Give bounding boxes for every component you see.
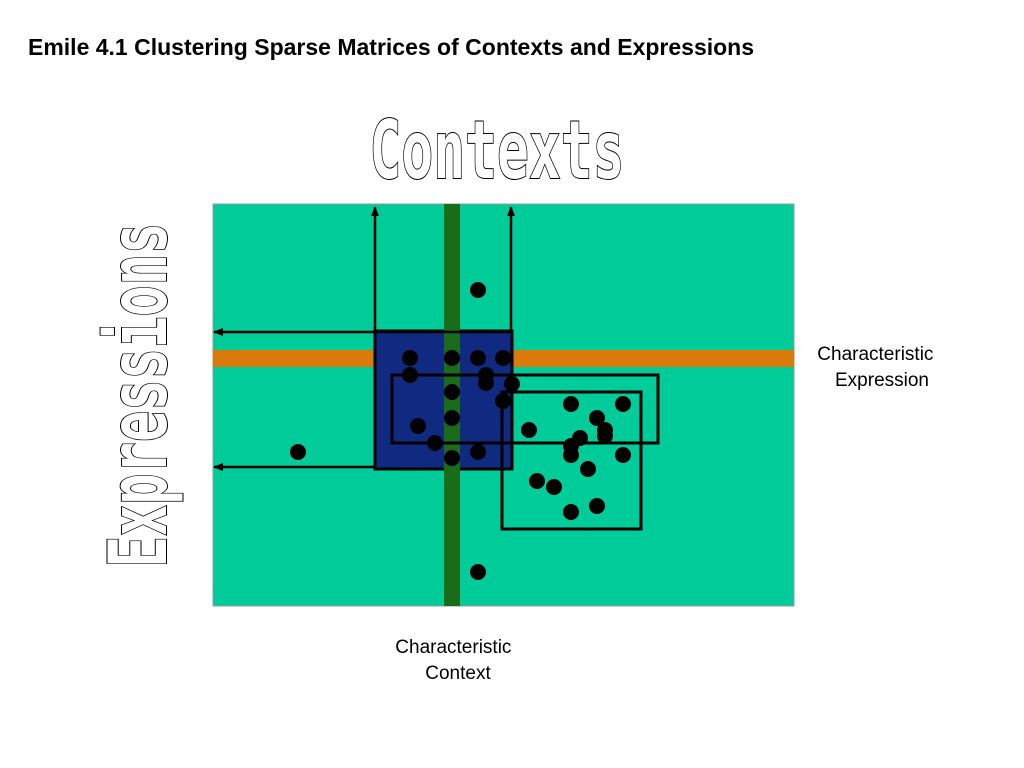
contexts-label: Contexts <box>370 104 625 197</box>
data-point <box>470 564 486 580</box>
data-point <box>427 435 443 451</box>
data-point <box>597 428 613 444</box>
data-point <box>589 498 605 514</box>
data-point <box>546 479 562 495</box>
characteristic-context-line-1: Characteristic <box>395 637 511 658</box>
data-point <box>495 393 511 409</box>
data-point <box>470 444 486 460</box>
data-point <box>470 350 486 366</box>
data-point <box>529 473 545 489</box>
data-point <box>402 367 418 383</box>
data-point <box>470 282 486 298</box>
cluster-outline-2 <box>500 390 643 531</box>
data-point <box>495 350 511 366</box>
data-points <box>290 282 631 580</box>
data-point <box>521 422 537 438</box>
data-point <box>478 375 494 391</box>
characteristic-context-label: Characteristic Context <box>395 637 516 684</box>
data-point <box>410 418 426 434</box>
data-point <box>563 396 579 412</box>
data-point <box>444 450 460 466</box>
slide-title: Emile 4.1 Clustering Sparse Matrices of … <box>28 34 755 60</box>
characteristic-expression-label: Characteristic Expression <box>817 344 938 391</box>
data-point <box>563 504 579 520</box>
data-point <box>290 444 306 460</box>
data-point <box>504 376 520 392</box>
data-point <box>444 384 460 400</box>
data-point <box>580 461 596 477</box>
data-point <box>444 350 460 366</box>
cluster-outline-1 <box>390 373 660 445</box>
data-point <box>444 410 460 426</box>
characteristic-expression-line-1: Characteristic <box>817 344 933 365</box>
data-point <box>589 410 605 426</box>
characteristic-context-line-2: Context <box>425 663 491 684</box>
data-point <box>615 396 631 412</box>
data-point <box>563 447 579 463</box>
data-point <box>402 350 418 366</box>
expressions-label: Expressions <box>92 223 185 568</box>
data-point <box>615 447 631 463</box>
selected-cluster-block <box>373 329 514 471</box>
characteristic-context-column <box>444 204 460 606</box>
characteristic-expression-line-2: Expression <box>835 370 929 391</box>
